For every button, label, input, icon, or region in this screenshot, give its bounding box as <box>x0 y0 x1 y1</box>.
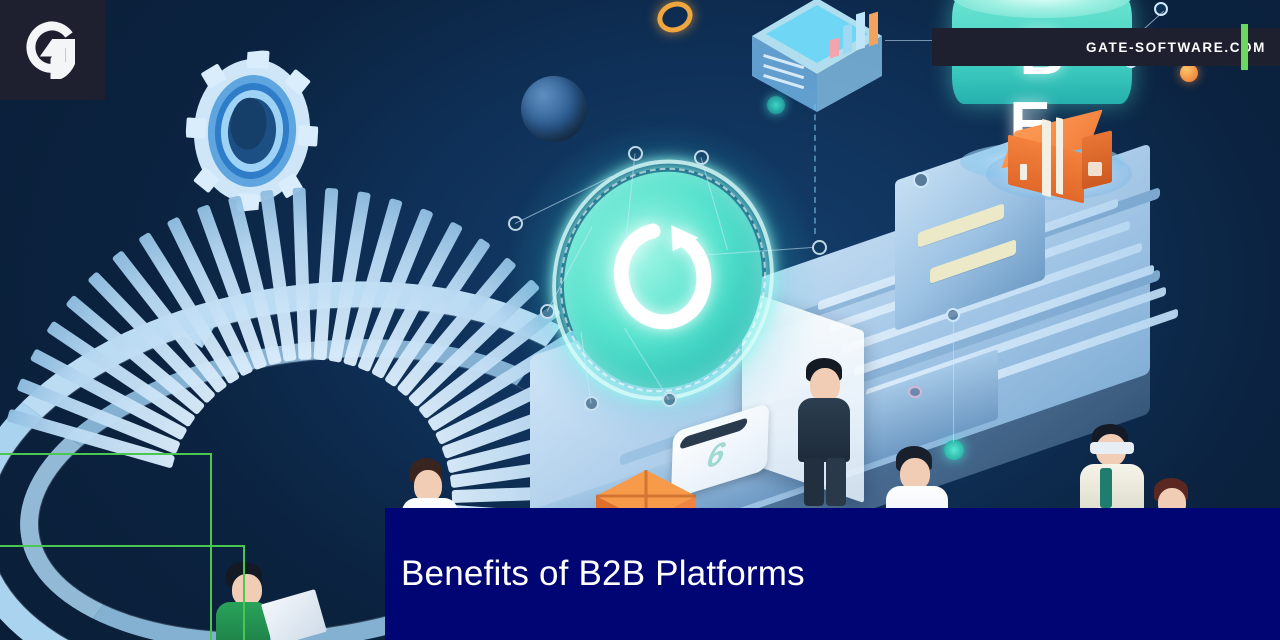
connector-node <box>944 440 964 460</box>
hub-node <box>812 240 827 255</box>
glowing-data-hub-graphic <box>508 120 827 440</box>
connector-node <box>913 172 929 188</box>
orange-package-graphic <box>986 109 1132 204</box>
watermark-bar: GATE-SOFTWARE.COM <box>932 28 1280 66</box>
title-banner: Benefits of B2B Platforms <box>385 508 1280 640</box>
dashed-drop-line <box>814 104 816 234</box>
connector-node <box>767 96 785 114</box>
connector-node <box>908 386 922 398</box>
connector-line <box>885 40 959 41</box>
orange-ring-icon <box>652 0 698 38</box>
person-standing-suit <box>792 358 862 506</box>
connector-node <box>1154 2 1168 16</box>
watermark-accent-bar <box>1241 24 1248 70</box>
page-title: Benefits of B2B Platforms <box>401 554 805 593</box>
hub-node <box>584 396 599 411</box>
connector-node <box>1180 64 1198 82</box>
hub-node <box>628 146 643 161</box>
gate-software-g-logo-icon <box>25 21 75 79</box>
sphere-graphic <box>521 76 587 142</box>
data-cube-graphic <box>746 0 888 118</box>
site-logo-block[interactable] <box>0 0 105 100</box>
connector-node <box>946 308 960 322</box>
green-frame-lower <box>0 545 245 640</box>
person-vr-headset <box>1078 424 1150 514</box>
connector-line <box>953 316 954 442</box>
hub-gear-icon <box>600 212 727 344</box>
watermark-text: GATE-SOFTWARE.COM <box>1086 39 1266 55</box>
isometric-gear-graphic <box>178 46 326 217</box>
